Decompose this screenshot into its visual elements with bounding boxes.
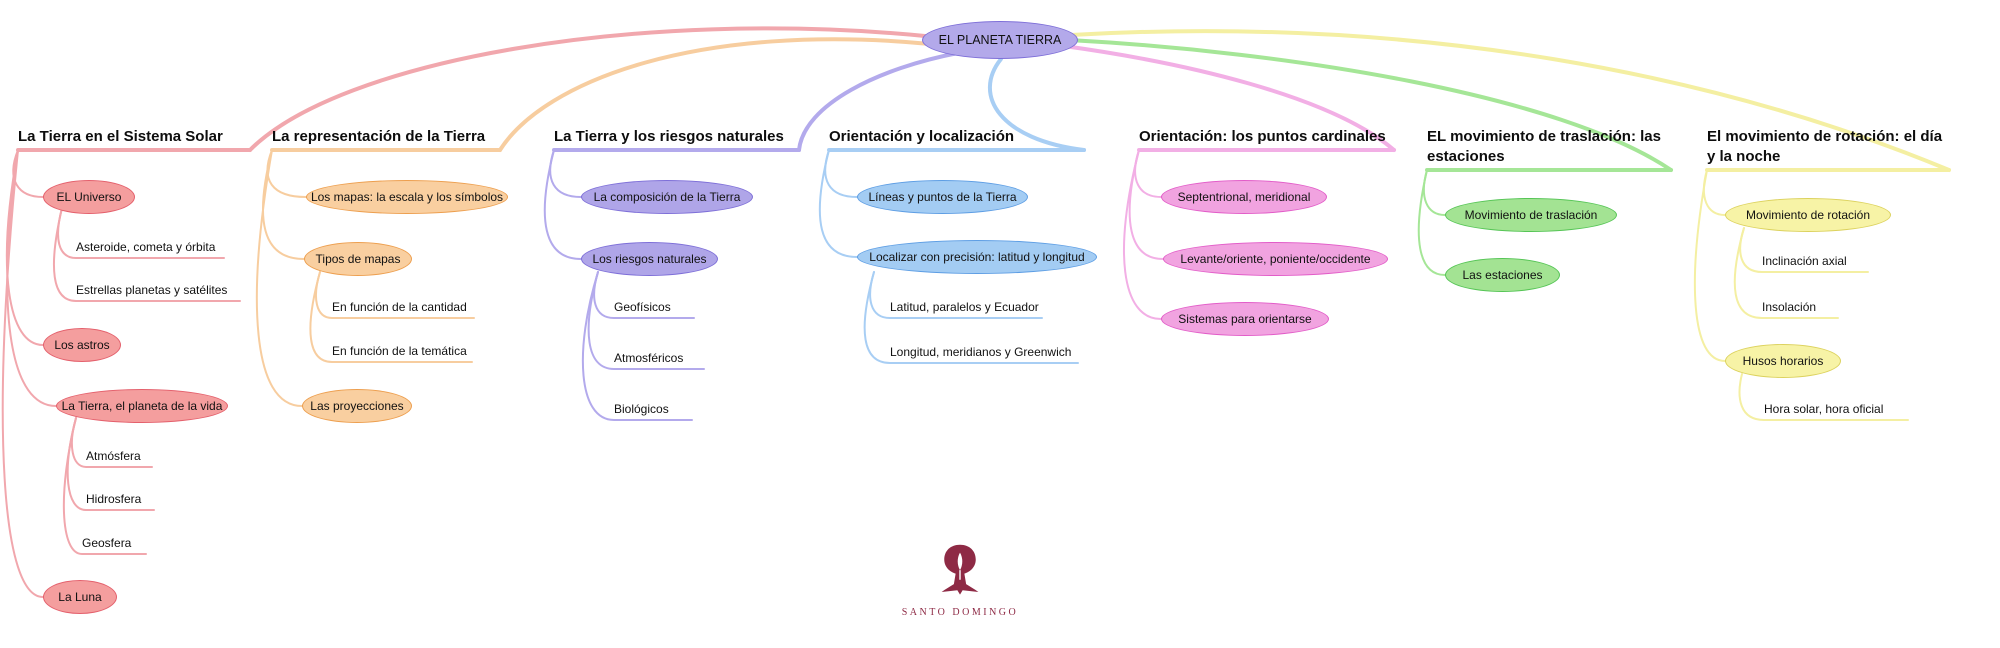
node-en-funcion-tematica[interactable]: En función de la temática xyxy=(332,344,467,358)
connector xyxy=(1693,169,1726,362)
node-movimiento-traslacion[interactable]: Movimiento de traslación xyxy=(1445,198,1617,232)
node-biologicos[interactable]: Biológicos xyxy=(614,402,669,416)
branch-title-sistema-solar[interactable]: La Tierra en el Sistema Solar xyxy=(18,128,223,145)
root-node[interactable]: EL PLANETA TIERRA xyxy=(922,21,1078,59)
logo-text: SANTO DOMINGO xyxy=(901,607,1019,618)
connector xyxy=(797,51,960,152)
connector xyxy=(1122,149,1162,320)
connector xyxy=(1422,169,1446,216)
connector xyxy=(6,149,44,346)
school-logo: SANTO DOMINGO xyxy=(898,543,1022,618)
node-los-mapas-escala-simbolos[interactable]: Los mapas: la escala y los símbolos xyxy=(306,180,508,214)
node-atmosfera[interactable]: Atmósfera xyxy=(86,449,141,463)
connector xyxy=(498,37,932,152)
node-el-universo[interactable]: EL Universo xyxy=(43,180,135,214)
connector xyxy=(12,149,44,198)
branch-title-orientacion-localizacion[interactable]: Orientación y localización xyxy=(829,128,1015,145)
node-las-estaciones[interactable]: Las estaciones xyxy=(1445,258,1560,292)
connector xyxy=(549,149,582,198)
connector xyxy=(62,417,147,555)
connector xyxy=(818,149,858,258)
node-la-tierra-planeta-vida[interactable]: La Tierra, el planeta de la vida xyxy=(56,389,228,423)
connector xyxy=(1733,227,1839,319)
node-longitud-meridianos-greenwich[interactable]: Longitud, meridianos y Greenwich xyxy=(890,345,1072,359)
node-hora-solar-oficial[interactable]: Hora solar, hora oficial xyxy=(1764,402,1884,416)
node-inclinacion-axial[interactable]: Inclinación axial xyxy=(1762,254,1847,268)
connector xyxy=(824,149,858,198)
node-estrellas-planetas-satelites[interactable]: Estrellas planetas y satélites xyxy=(76,283,228,297)
node-hidrosfera[interactable]: Hidrosfera xyxy=(86,492,142,506)
branch-title-rotacion[interactable]: El movimiento de rotación: el día y la n… xyxy=(1707,128,1943,165)
connector xyxy=(6,149,57,407)
connector xyxy=(266,149,307,198)
node-asteroide-cometa-orbita[interactable]: Asteroide, cometa y órbita xyxy=(76,240,216,254)
node-sistemas-orientarse[interactable]: Sistemas para orientarse xyxy=(1161,302,1329,336)
node-los-astros[interactable]: Los astros xyxy=(43,328,121,362)
node-las-proyecciones[interactable]: Las proyecciones xyxy=(302,389,412,423)
connector xyxy=(543,149,582,260)
quill-shape xyxy=(957,552,963,571)
tree-logo-icon xyxy=(941,544,979,595)
connector xyxy=(1069,29,1951,172)
node-geofisicos[interactable]: Geofísicos xyxy=(614,300,671,314)
branch-title-riesgos-naturales[interactable]: La Tierra y los riesgos naturales xyxy=(554,128,784,145)
branch-title-puntos-cardinales[interactable]: Orientación: los puntos cardinales xyxy=(1139,128,1386,145)
node-insolacion[interactable]: Insolación xyxy=(1762,300,1817,314)
connector xyxy=(1417,169,1446,276)
node-localizar-precision[interactable]: Localizar con precisión: latitud y longi… xyxy=(857,240,1097,274)
node-la-luna[interactable]: La Luna xyxy=(43,580,117,614)
node-tipos-de-mapas[interactable]: Tipos de mapas xyxy=(304,242,412,276)
connector xyxy=(863,271,1079,364)
branch-title-traslacion[interactable]: EL movimiento de traslación: las estacio… xyxy=(1427,128,1661,165)
connector xyxy=(1134,149,1162,198)
node-en-funcion-cantidad[interactable]: En función de la cantidad xyxy=(332,300,467,314)
node-levante-poniente[interactable]: Levante/oriente, poniente/occidente xyxy=(1163,242,1388,276)
connector xyxy=(52,207,241,302)
node-lineas-puntos-tierra[interactable]: Líneas y puntos de la Tierra xyxy=(857,180,1028,214)
node-latitud-paralelos-ecuador[interactable]: Latitud, paralelos y Ecuador xyxy=(890,300,1039,314)
connector xyxy=(1067,38,1673,172)
connector xyxy=(248,26,927,152)
node-movimiento-rotacion[interactable]: Movimiento de rotación xyxy=(1725,198,1891,232)
connector xyxy=(1738,373,1909,421)
connector xyxy=(1062,44,1396,152)
connector xyxy=(988,57,1086,152)
node-geosfera[interactable]: Geosfera xyxy=(82,536,132,550)
node-atmosfericos[interactable]: Atmosféricos xyxy=(614,351,684,365)
node-septentrional-meridional[interactable]: Septentrional, meridional xyxy=(1161,180,1327,214)
connector xyxy=(1,149,44,598)
connector xyxy=(1702,169,1726,216)
connector xyxy=(255,149,303,407)
node-composicion-tierra[interactable]: La composición de la Tierra xyxy=(581,180,753,214)
branch-title-representacion[interactable]: La representación de la Tierra xyxy=(272,128,486,145)
connector xyxy=(309,271,473,363)
node-riesgos-naturales[interactable]: Los riesgos naturales xyxy=(581,242,718,276)
connector xyxy=(581,271,693,421)
node-husos-horarios[interactable]: Husos horarios xyxy=(1725,344,1841,378)
connector xyxy=(262,149,305,260)
